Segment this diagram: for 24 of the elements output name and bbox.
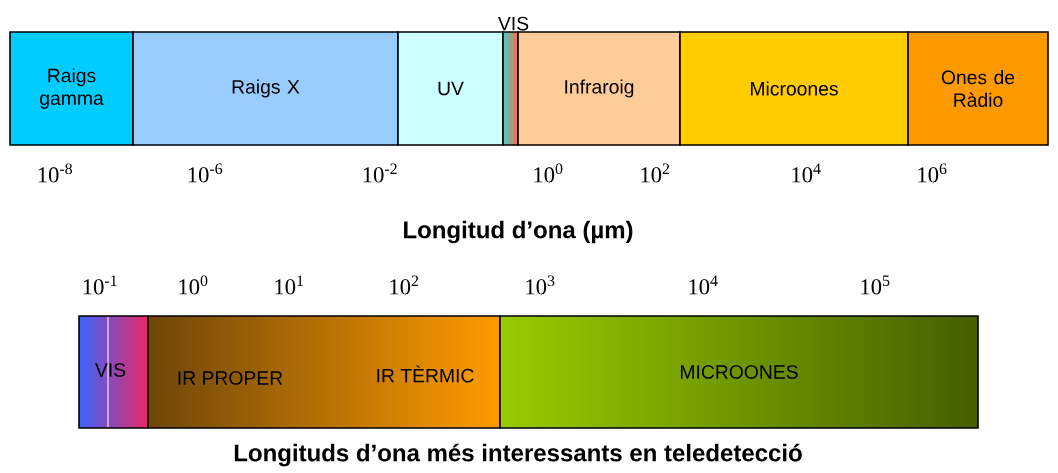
tick-label: 10$^{1}$: [275, 275, 303, 295]
axis-title: Longitud d’ona (µm): [404, 220, 633, 244]
tick-label: 10$^{0}$: [179, 275, 208, 295]
tick-label: 10$^{-2}$: [363, 163, 397, 183]
node-label: VIS: [498, 16, 529, 31]
tick-label: 10$^{3}$: [526, 275, 555, 295]
tick-label: 10$^{-6}$: [188, 163, 223, 183]
tick-label: 10$^{2}$: [390, 275, 419, 295]
spectrum-band: Ones de Ràdio: [907, 31, 1049, 146]
tick-label: 10$^{6}$: [918, 163, 947, 183]
spectrum-band: VIS: [78, 315, 149, 429]
spectrum-band: UV: [397, 31, 504, 146]
spectrum-band: Microones: [679, 31, 909, 146]
tick-label: 10$^{-1}$: [83, 275, 117, 295]
tick-label: 10$^{5}$: [861, 275, 890, 295]
axis-title: Longituds d’ona més interessants en teledetecció: [234, 443, 802, 467]
tick-label: 10$^{4}$: [689, 275, 718, 295]
tick-label: 10$^{2}$: [641, 163, 670, 183]
spectrum-band: Raigs gamma: [9, 31, 134, 146]
spectrum-band: Infraroig: [517, 31, 681, 146]
tick-label: 10$^{0}$: [534, 163, 563, 183]
spectrum-band: MICROONES: [499, 315, 979, 429]
tick-label: 10$^{-8}$: [38, 163, 72, 183]
spectrum-band: Raigs X: [132, 31, 399, 146]
